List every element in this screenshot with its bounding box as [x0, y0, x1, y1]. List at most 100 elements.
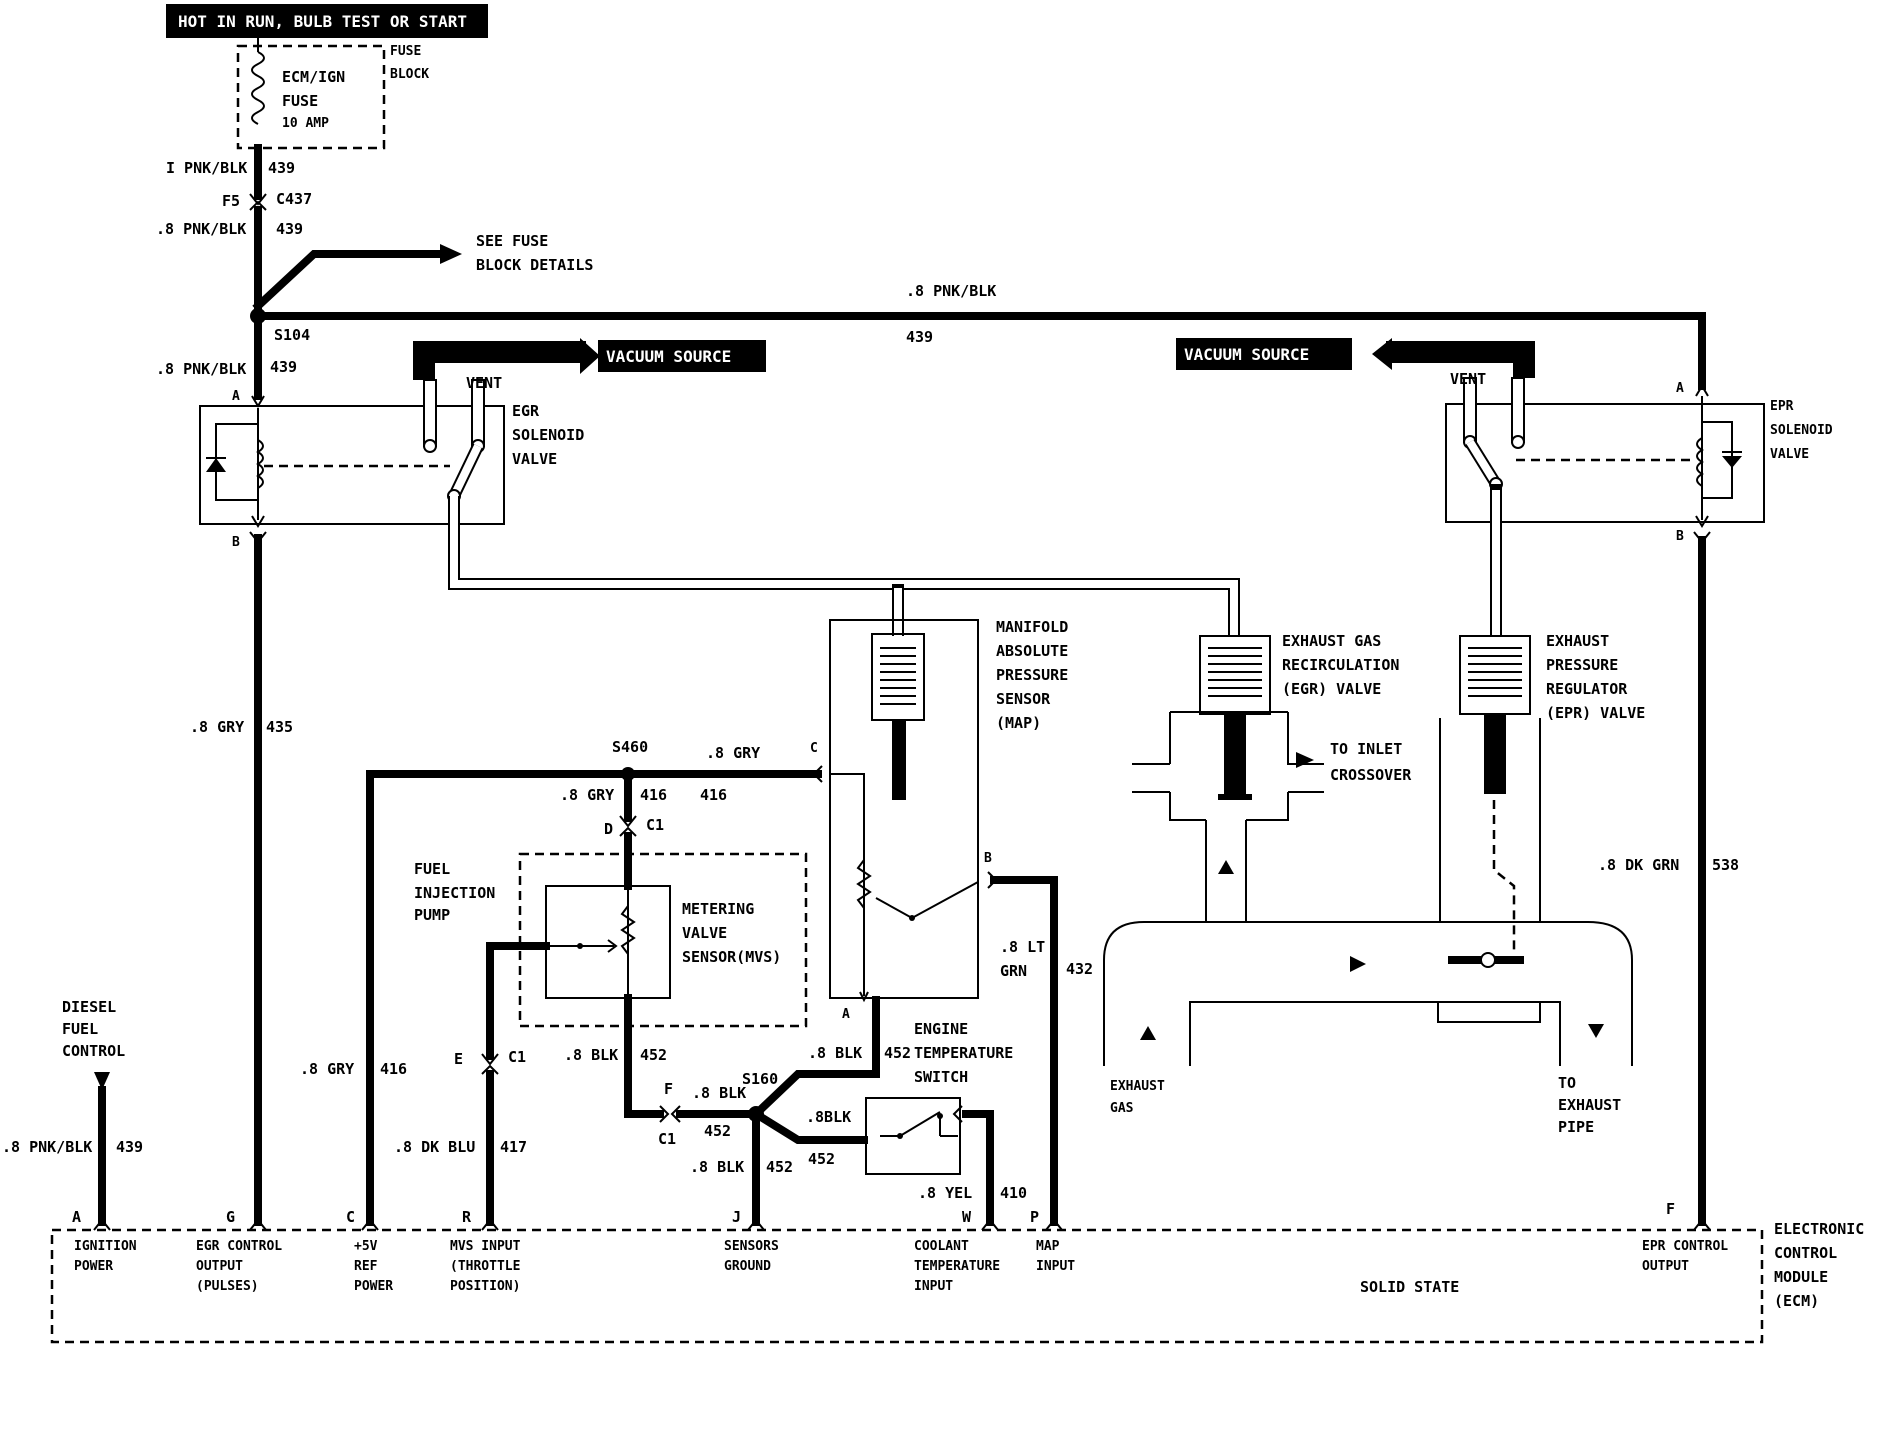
ecm-pin-g-letter: G [226, 1208, 235, 1226]
ecm-pin-c-l2: REF [354, 1259, 378, 1274]
ecm-pin-f-l1: EPR CONTROL [1642, 1239, 1728, 1254]
epr-sol-pin-a: A [1676, 381, 1684, 396]
egr-out-circuit: 435 [266, 718, 293, 736]
map-sensor: MANIFOLD ABSOLUTE PRESSURE SENSOR (MAP) … [810, 618, 1068, 1022]
pin-e: E [454, 1050, 463, 1068]
blk-f-gauge: .8 BLK [692, 1084, 746, 1102]
ets-label-3: SWITCH [914, 1068, 968, 1086]
ecm-title-2: CONTROL [1774, 1244, 1837, 1262]
top-bus-gauge: .8 PNK/BLK [906, 282, 996, 300]
ecm-pin-r-l2: (THROTTLE [450, 1259, 520, 1274]
blu-circuit: 417 [500, 1138, 527, 1156]
ecm-pin-c-l1: +5V [354, 1239, 378, 1254]
ecm-pin-r: R MVS INPUT (THROTTLE POSITION) [450, 1208, 521, 1294]
diesel-label-2: FUEL [62, 1020, 98, 1038]
exhaust-pipe-1: TO [1558, 1074, 1576, 1092]
ecm-pin-r-l3: POSITION) [450, 1279, 520, 1294]
egr-out-gauge: .8 GRY [190, 718, 244, 736]
epr-output-wire: .8 DK GRN 538 [1598, 531, 1739, 1226]
blk-j-circuit: 452 [766, 1158, 793, 1176]
fip-label-1: FUEL [414, 860, 450, 878]
egr-valve-label-2: RECIRCULATION [1282, 656, 1399, 674]
splice-s104: S104 [274, 326, 310, 344]
exhaust-gas-1: EXHAUST [1110, 1079, 1165, 1094]
w1-circuit: 439 [268, 159, 295, 177]
yel-circuit: 410 [1000, 1184, 1027, 1202]
egr-sol-pin-b: B [232, 535, 240, 550]
ecm-pin-a-letter: A [72, 1208, 81, 1226]
ecm-pin-j-l1: SENSORS [724, 1239, 779, 1254]
epr-valve-label-3: REGULATOR [1546, 680, 1628, 698]
ecm-pin-a-l1: IGNITION [74, 1239, 137, 1254]
mvs-label-2: VALVE [682, 924, 727, 942]
ets-label-1: ENGINE [914, 1020, 968, 1038]
blk-map-circuit: 452 [884, 1044, 911, 1062]
inlet-2: CROSSOVER [1330, 766, 1412, 784]
ecm-title-1: ELECTRONIC [1774, 1220, 1864, 1238]
pin-f: F [664, 1080, 673, 1098]
ecm-pin-p: P MAP INPUT [1030, 1208, 1075, 1274]
fuse-name-2: FUSE [282, 92, 318, 110]
gry-mid-gauge: .8 GRY [560, 786, 614, 804]
dkgrn-circuit: 538 [1712, 856, 1739, 874]
blk-sw-gauge: .8BLK [806, 1108, 851, 1126]
ref-power-wires: S460 .8 GRY .8 GRY 416 416 D C1 .8 GRY 4… [300, 738, 823, 1226]
ecm-pin-g-l3: (PULSES) [196, 1279, 259, 1294]
epr-valve-assembly: EXHAUST PRESSURE REGULATOR (EPR) VALVE [1439, 632, 1645, 968]
epr-sol-label-2: SOLENOID [1770, 423, 1833, 438]
dkgrn-gauge: .8 DK GRN [1598, 856, 1679, 874]
map-label-1: MANIFOLD [996, 618, 1068, 636]
see-details-1: SEE FUSE [476, 232, 548, 250]
fuse-block-title-1: FUSE [390, 44, 421, 59]
yel-gauge: .8 YEL [918, 1184, 972, 1202]
map-input-wire: .8 LT GRN 432 [987, 871, 1093, 1226]
egr-output-wire: .8 GRY 435 [190, 531, 293, 1226]
gry-top-gauge: .8 GRY [706, 744, 760, 762]
ecm-pin-w-l2: TEMPERATURE [914, 1259, 1000, 1274]
top-bus-circuit: 439 [906, 328, 933, 346]
exhaust-pipe-3: PIPE [1558, 1118, 1594, 1136]
ecm-pin-f-letter: F [1666, 1200, 1675, 1218]
gry-left-gauge: .8 GRY [300, 1060, 354, 1078]
fuse-rating: 10 AMP [282, 116, 329, 131]
c1-mid: C1 [508, 1048, 526, 1066]
power-header: HOT IN RUN, BULB TEST OR START [166, 4, 488, 38]
ecm-pin-f-l2: OUTPUT [1642, 1259, 1689, 1274]
mvs-input-wire: E C1 .8 DK BLU 417 [394, 942, 550, 1226]
egr-valve-label-1: EXHAUST GAS [1282, 632, 1381, 650]
epr-solenoid-valve: A B VENT EPR SOLENOID VALVE VACUUM SOURC… [1176, 338, 1833, 544]
w2-gauge: .8 PNK/BLK [156, 220, 246, 238]
w3-circuit: 439 [270, 358, 297, 376]
fip-label-2: INJECTION [414, 884, 495, 902]
ecm-solid-state: SOLID STATE [1360, 1278, 1459, 1296]
gry-right-circuit: 416 [700, 786, 727, 804]
vent-right: VENT [1450, 370, 1486, 388]
c1-bottom: C1 [658, 1130, 676, 1148]
pin-d: D [604, 820, 613, 838]
w3-gauge: .8 PNK/BLK [156, 360, 246, 378]
grn-gauge-2: GRN [1000, 962, 1027, 980]
ecm-pin-j: J SENSORS GROUND [724, 1208, 779, 1274]
grn-circuit: 432 [1066, 960, 1093, 978]
see-details-2: BLOCK DETAILS [476, 256, 593, 274]
diesel-fuel-control: DIESEL FUEL CONTROL .8 PNK/BLK 439 [2, 998, 143, 1226]
vent-left: VENT [466, 374, 502, 392]
egr-sol-label-1: EGR [512, 402, 540, 420]
splice-s160: S160 [742, 1070, 778, 1088]
ecm-pin-r-letter: R [462, 1208, 472, 1226]
ecm-pin-g-l2: OUTPUT [196, 1259, 243, 1274]
epr-sol-pin-b: B [1676, 529, 1684, 544]
exhaust-gas-2: GAS [1110, 1101, 1134, 1116]
ecm-pin-g-l1: EGR CONTROL [196, 1239, 282, 1254]
w2-circuit: 439 [276, 220, 303, 238]
exhaust-manifold: EXHAUST GAS TO EXHAUST PIPE [1103, 921, 1633, 1136]
ecm-pin-p-letter: P [1030, 1208, 1039, 1226]
diesel-label-1: DIESEL [62, 998, 116, 1016]
gry-left-circuit: 416 [380, 1060, 407, 1078]
connector-pin: F5 [222, 192, 240, 210]
egr-sol-label-3: VALVE [512, 450, 557, 468]
mvs-label-1: METERING [682, 900, 754, 918]
ecm-pin-j-letter: J [732, 1208, 741, 1226]
epr-valve-label-2: PRESSURE [1546, 656, 1618, 674]
exhaust-pipe-2: EXHAUST [1558, 1096, 1621, 1114]
